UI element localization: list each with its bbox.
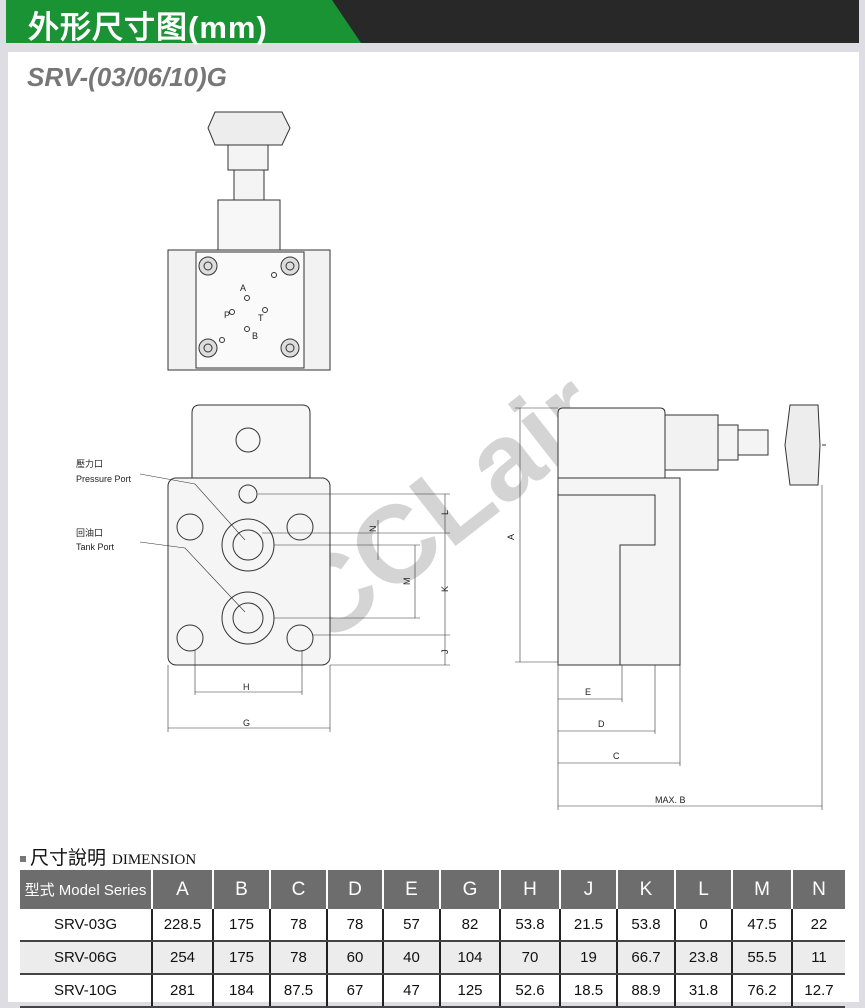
dim-label-m: M bbox=[402, 578, 412, 586]
dim-label-a: A bbox=[506, 534, 516, 540]
header-title: 外形尺寸图(mm) bbox=[28, 10, 268, 45]
table-cell: 67 bbox=[327, 974, 384, 1008]
header-green-tab bbox=[6, 0, 361, 43]
table-cell: 12.7 bbox=[792, 974, 845, 1008]
port-label-b: B bbox=[252, 331, 258, 341]
table-cell: 47.5 bbox=[732, 909, 793, 942]
pressure-port-label-cn: 壓力口 bbox=[76, 458, 103, 469]
table-cell: 53.8 bbox=[617, 909, 676, 942]
column-header: L bbox=[675, 870, 733, 909]
column-header: B bbox=[213, 870, 271, 909]
table-cell: 23.8 bbox=[675, 941, 733, 975]
table-cell: 281 bbox=[152, 974, 214, 1008]
section-title-en: DIMENSION bbox=[112, 852, 197, 868]
table-cell: 19 bbox=[560, 941, 618, 975]
header-bar: 外形尺寸图(mm) bbox=[6, 0, 859, 45]
table-cell: 184 bbox=[213, 974, 271, 1008]
table-cell: 88.9 bbox=[617, 974, 676, 1008]
table-cell: 57 bbox=[383, 909, 441, 942]
table-cell: 78 bbox=[327, 909, 384, 942]
table-cell: SRV-06G bbox=[20, 941, 153, 975]
side-view: A E D C MAX. B bbox=[506, 404, 826, 810]
table-cell: 254 bbox=[152, 941, 214, 975]
column-header: 型式 Model Series bbox=[20, 870, 153, 909]
column-header: A bbox=[152, 870, 214, 909]
table-cell: 52.6 bbox=[500, 974, 561, 1008]
dim-label-c: C bbox=[613, 751, 620, 761]
table-cell: 175 bbox=[213, 941, 271, 975]
table-cell: 228.5 bbox=[152, 909, 214, 942]
column-header: J bbox=[560, 870, 618, 909]
table-cell: 47 bbox=[383, 974, 441, 1008]
table-cell: SRV-03G bbox=[20, 909, 153, 942]
table-cell: 125 bbox=[440, 974, 501, 1008]
table-cell: SRV-10G bbox=[20, 974, 153, 1008]
table-cell: 104 bbox=[440, 941, 501, 975]
top-view: A P T B bbox=[167, 111, 331, 371]
column-header: M bbox=[732, 870, 793, 909]
dim-label-e: E bbox=[585, 687, 591, 697]
dimension-section-title: 尺寸說明 DIMENSION bbox=[20, 843, 196, 870]
dim-label-l: L bbox=[440, 510, 450, 515]
tank-port-label-en: Tank Port bbox=[76, 542, 115, 552]
table-cell: 60 bbox=[327, 941, 384, 975]
front-view: N L M K J H G 壓力口 Pressure Port 回油口 Tank… bbox=[76, 404, 450, 732]
table-cell: 18.5 bbox=[560, 974, 618, 1008]
bullet-square-icon bbox=[20, 855, 26, 862]
column-header: H bbox=[500, 870, 561, 909]
port-label-t: T bbox=[258, 313, 264, 323]
port-label-a: A bbox=[240, 283, 246, 293]
column-header: D bbox=[327, 870, 384, 909]
section-title-cn: 尺寸說明 bbox=[30, 848, 107, 869]
table-cell: 76.2 bbox=[732, 974, 793, 1008]
table-cell: 40 bbox=[383, 941, 441, 975]
dim-label-j: J bbox=[440, 650, 450, 655]
dimension-table: 型式 Model Series A B C D E G H J K L M N … bbox=[20, 870, 845, 1008]
table-cell: 82 bbox=[440, 909, 501, 942]
column-header: E bbox=[383, 870, 441, 909]
table-cell: 70 bbox=[500, 941, 561, 975]
port-label-p: P bbox=[224, 310, 230, 320]
dim-label-d: D bbox=[598, 719, 605, 729]
table-header-row: 型式 Model Series A B C D E G H J K L M N bbox=[20, 870, 845, 909]
dim-label-k: K bbox=[440, 586, 450, 592]
table-cell: 0 bbox=[675, 909, 733, 942]
pressure-port-label-en: Pressure Port bbox=[76, 474, 132, 484]
table-cell: 78 bbox=[270, 909, 328, 942]
table-cell: 87.5 bbox=[270, 974, 328, 1008]
column-header: N bbox=[792, 870, 845, 909]
table-cell: 175 bbox=[213, 909, 271, 942]
dim-label-h: H bbox=[243, 682, 250, 692]
dim-label-n: N bbox=[368, 526, 378, 533]
table-cell: 22 bbox=[792, 909, 845, 942]
table-cell: 55.5 bbox=[732, 941, 793, 975]
content-panel bbox=[8, 52, 859, 1002]
dim-label-max-b: MAX. B bbox=[655, 795, 686, 805]
column-header: K bbox=[617, 870, 676, 909]
table-cell: 53.8 bbox=[500, 909, 561, 942]
model-title: SRV-(03/06/10)G bbox=[27, 62, 227, 92]
table-cell: 78 bbox=[270, 941, 328, 975]
dimension-drawing: CCLair A P T B N L M K J H G 壓力口 Pressur… bbox=[76, 111, 826, 810]
dim-label-g: G bbox=[243, 718, 250, 728]
tank-port-label-cn: 回油口 bbox=[76, 527, 103, 538]
table-cell: 11 bbox=[792, 941, 845, 975]
table-cell: 66.7 bbox=[617, 941, 676, 975]
column-header: C bbox=[270, 870, 328, 909]
table-cell: 21.5 bbox=[560, 909, 618, 942]
column-header: G bbox=[440, 870, 501, 909]
table-cell: 31.8 bbox=[675, 974, 733, 1008]
